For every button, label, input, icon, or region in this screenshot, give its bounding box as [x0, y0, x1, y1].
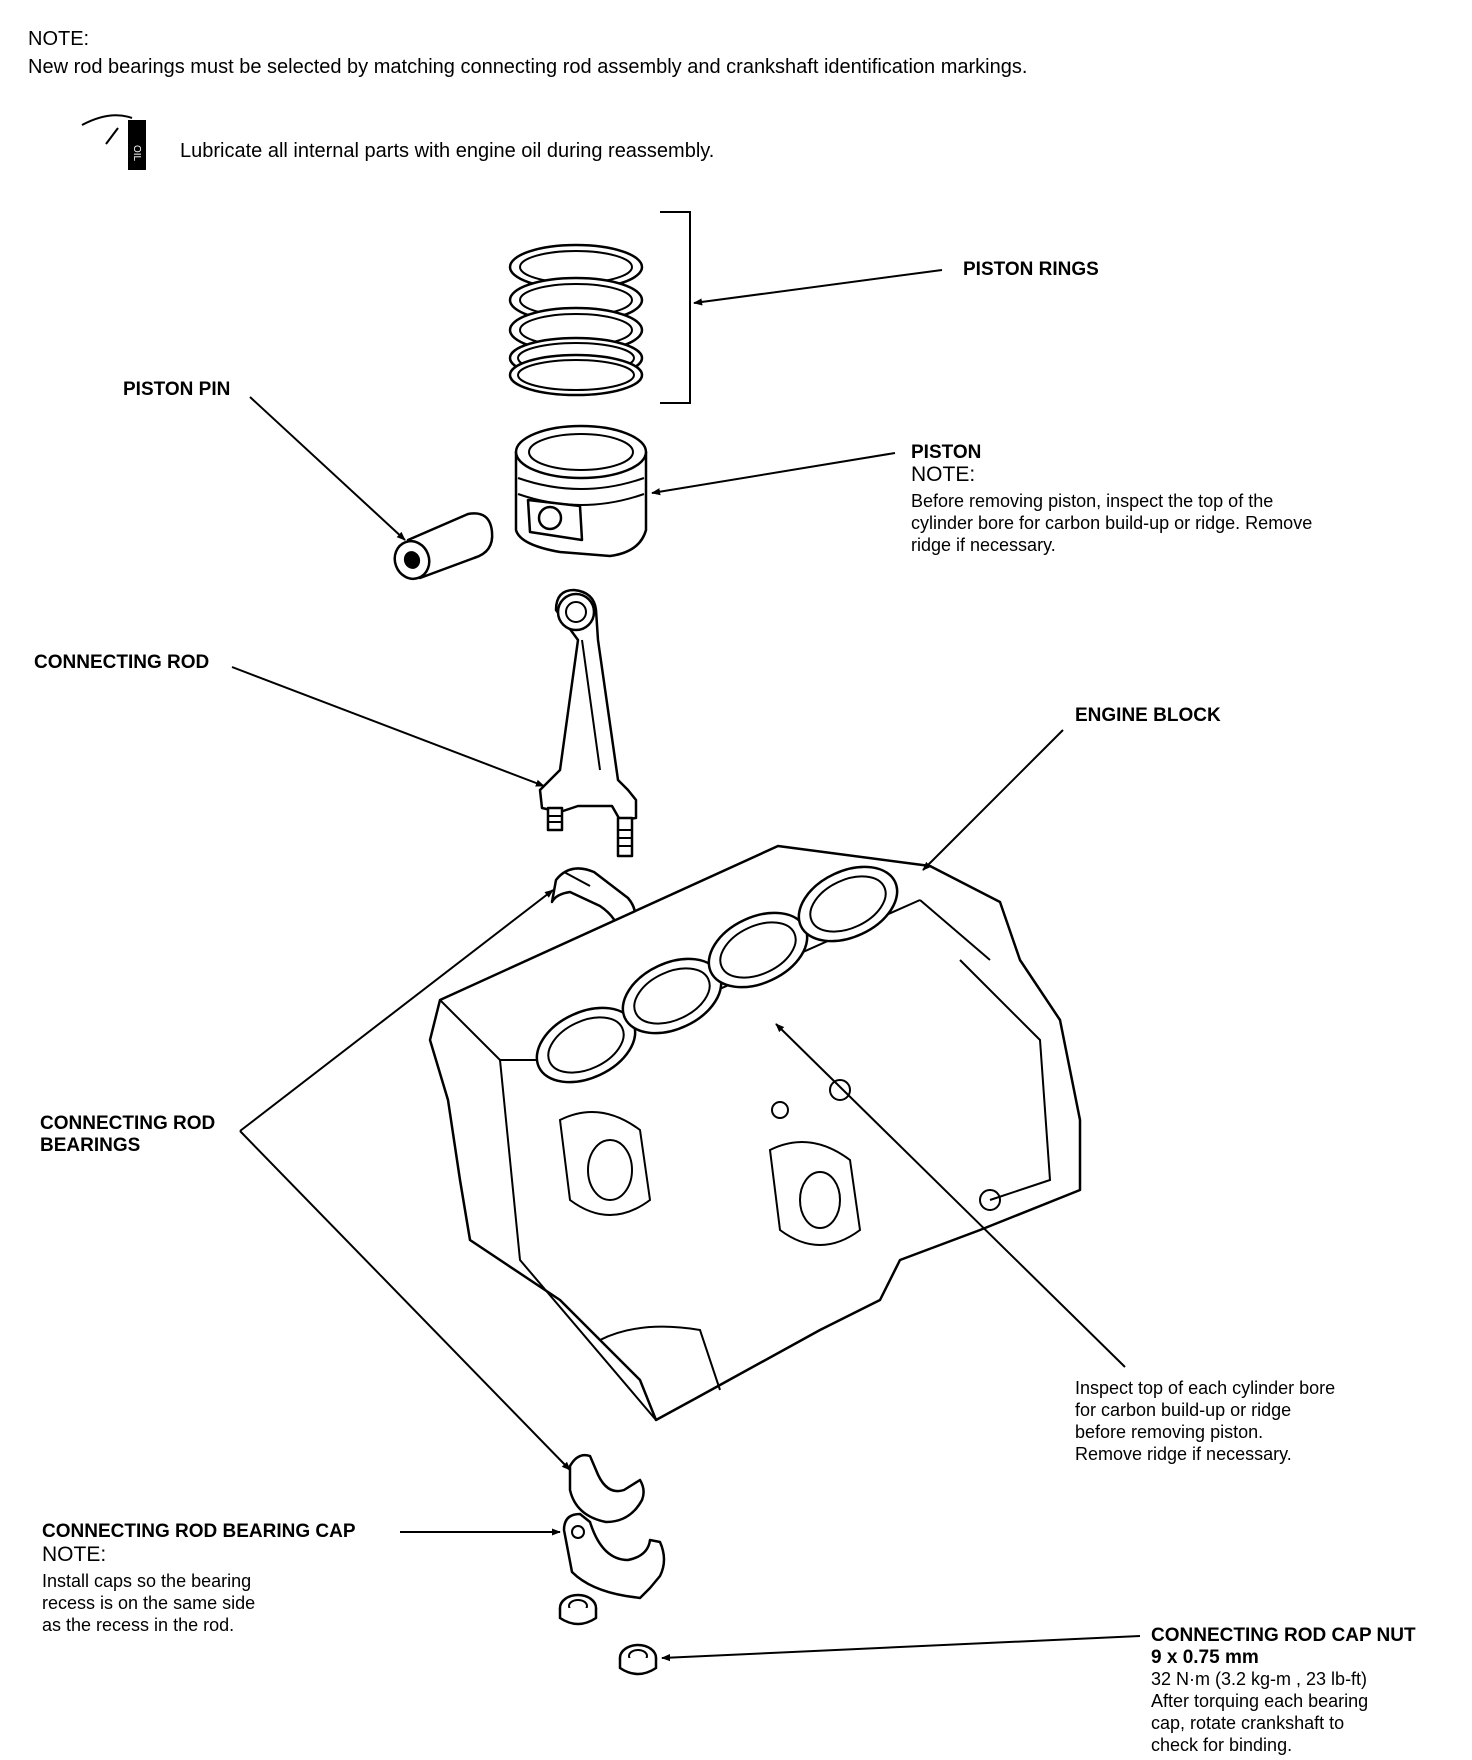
- inspect-note-line: Inspect top of each cylinder bore: [1075, 1378, 1336, 1398]
- piston-note-line: cylinder bore for carbon build-up or rid…: [911, 513, 1313, 533]
- oil-can-icon: OIL: [81, 114, 146, 170]
- bearing-cap-note-line: as the recess in the rod.: [42, 1615, 235, 1635]
- piston: [514, 424, 648, 558]
- cap-nut-spec: 9 x 0.75 mm: [1151, 1647, 1259, 1668]
- connecting-rod: [538, 588, 638, 858]
- label-bearing-cap: CONNECTING ROD BEARING CAP: [42, 1521, 356, 1542]
- piston-note-line: Before removing piston, inspect the top …: [911, 491, 1274, 511]
- label-engine-block: ENGINE BLOCK: [1075, 705, 1221, 726]
- bearing-cap: [562, 1512, 666, 1600]
- label-connecting-rod: CONNECTING ROD: [34, 652, 210, 673]
- cap-nut-torque: 32 N·m (3.2 kg-m , 23 lb-ft): [1151, 1669, 1368, 1689]
- bearing-cap-note-line: recess is on the same side: [42, 1593, 256, 1613]
- engine-block: [428, 844, 1082, 1422]
- cap-nut-note-line: cap, rotate crankshaft to: [1151, 1713, 1345, 1733]
- piston-note-line: ridge if necessary.: [911, 535, 1056, 555]
- inspect-note-line: before removing piston.: [1075, 1422, 1264, 1442]
- cap-nuts: [558, 1593, 658, 1676]
- label-piston: PISTON: [911, 442, 982, 463]
- header-note-text: New rod bearings must be selected by mat…: [28, 56, 1028, 78]
- label-piston-pin: PISTON PIN: [123, 379, 231, 400]
- bearing-cap-note-heading: NOTE:: [42, 1543, 107, 1566]
- cap-nut-note-line: check for binding.: [1151, 1735, 1293, 1755]
- oil-instruction-text: Lubricate all internal parts with engine…: [180, 140, 715, 162]
- header-note-heading: NOTE:: [28, 28, 90, 50]
- piston-rings-bracket: [660, 211, 691, 404]
- bearing-cap-note-line: Install caps so the bearing: [42, 1571, 252, 1591]
- inspect-note-line: for carbon build-up or ridge: [1075, 1400, 1292, 1420]
- cap-nut-note-line: After torquing each bearing: [1151, 1691, 1369, 1711]
- label-piston-rings: PISTON RINGS: [963, 259, 1099, 280]
- piston-pin: [393, 512, 494, 581]
- label-rod-bearings: BEARINGS: [40, 1135, 141, 1156]
- label-rod-bearings: CONNECTING ROD: [40, 1113, 216, 1134]
- inspect-note-line: Remove ridge if necessary.: [1075, 1444, 1292, 1464]
- piston-note-heading: NOTE:: [911, 463, 976, 486]
- label-cap-nut: CONNECTING ROD CAP NUT: [1151, 1625, 1416, 1646]
- lower-rod-bearing: [568, 1453, 645, 1524]
- leader-lines: [231, 269, 1141, 1662]
- piston-rings: [508, 243, 644, 397]
- svg-text:OIL: OIL: [131, 145, 142, 162]
